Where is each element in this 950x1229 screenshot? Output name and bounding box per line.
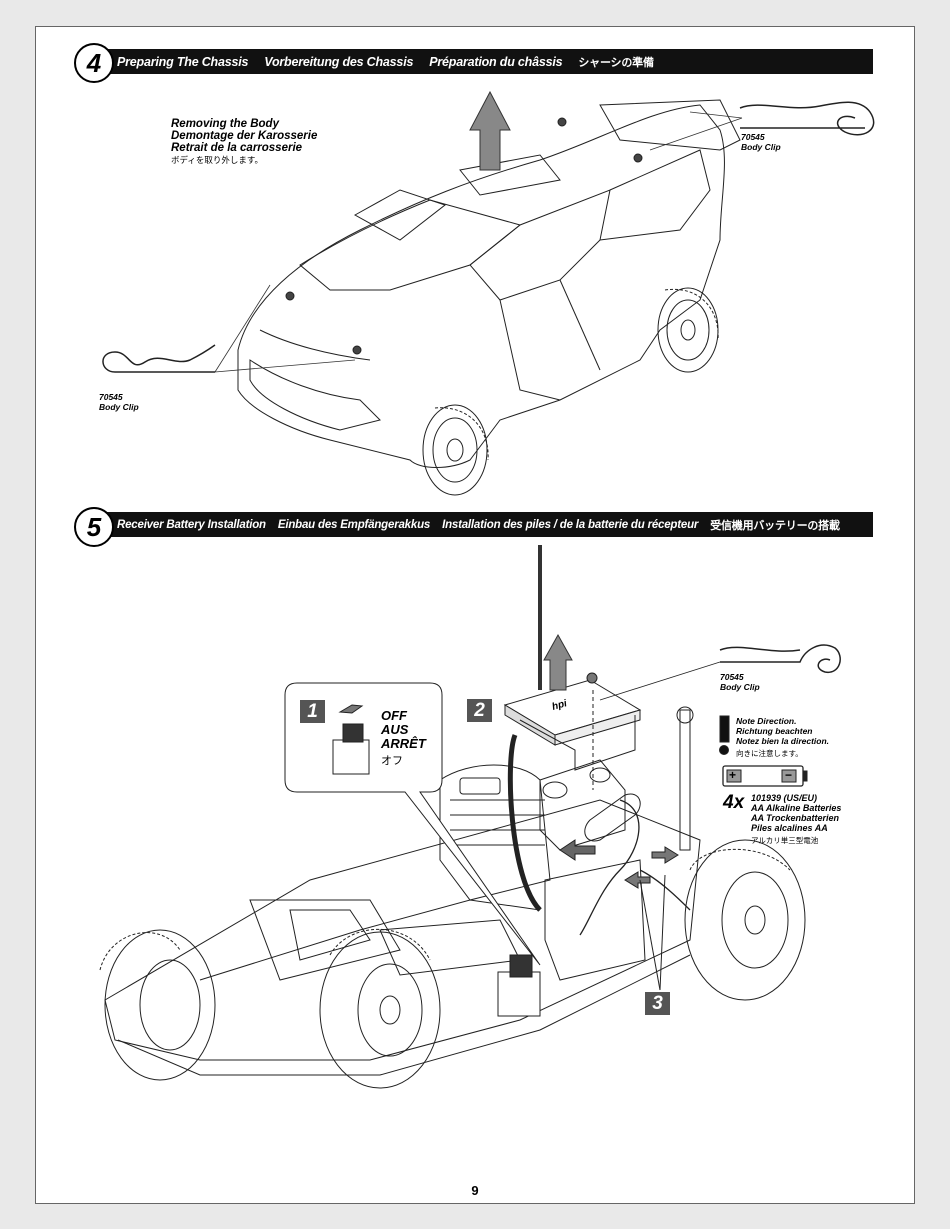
switch-on-chassis-icon (497, 954, 541, 1017)
clip-post (586, 672, 598, 684)
removing-body-de: Demontage der Karosserie (171, 130, 318, 142)
removing-body-jp: ボディを取り外します。 (171, 155, 264, 165)
leader-lines (214, 111, 743, 373)
clip-left-part: 70545 (99, 392, 123, 402)
battery-plus-sign: + (729, 768, 737, 782)
note-direction-en: Note Direction. (736, 716, 797, 726)
battery-part-number: 101939 (US/EU) (751, 793, 818, 803)
body-clip-icon-right (739, 101, 875, 136)
section-header: Receiver Battery Installation Einbau des… (83, 512, 873, 537)
battery-desc-en: AA Alkaline Batteries (751, 803, 842, 813)
clip-left-name: Body Clip (99, 402, 139, 412)
up-arrow-icon-2 (543, 633, 573, 691)
car-body-illustration (237, 99, 741, 496)
note-direction-fr: Notez bien la direction. (736, 736, 830, 746)
title-jp: 受信機用バッテリーの搭載 (710, 519, 840, 532)
battery-desc-fr: Piles alcalines AA (751, 823, 828, 833)
switch-icon (332, 704, 370, 775)
chassis-illustration (99, 545, 806, 1089)
manual-page (35, 26, 915, 1204)
step-number-badge: 4 (74, 43, 114, 83)
switch-off-jp: オフ (381, 755, 403, 767)
battery-minus-sign: − (785, 768, 793, 782)
clip-right-part: 70545 (741, 132, 765, 142)
title-fr: Installation des piles / de la batterie … (442, 518, 699, 531)
callout-badge-3: 3 (645, 992, 670, 1015)
exclamation-icon (719, 715, 730, 755)
title-de: Einbau des Empfängerakkus (277, 518, 431, 531)
removing-body-fr: Retrait de la carrosserie (171, 142, 303, 154)
body-clip-icon-left (102, 344, 216, 373)
badge3-pointers (639, 874, 666, 991)
body-clip-posts (285, 117, 643, 355)
step-number-badge: 5 (74, 507, 114, 547)
switch-off-en: OFF (381, 708, 407, 723)
connector-arrow-left-icon (624, 871, 651, 889)
title-jp: シャーシの準備 (578, 56, 654, 69)
title-en: Receiver Battery Installation (117, 518, 266, 531)
clip-step5-part: 70545 (720, 672, 744, 682)
clip-right-name: Body Clip (741, 142, 781, 152)
page-number: 9 (471, 1183, 479, 1198)
note-direction-de: Richtung beachten (736, 726, 813, 736)
up-arrow-icon (469, 90, 511, 171)
title-de: Vorbereitung des Chassis (264, 54, 414, 69)
connector-arrow-right-icon (651, 846, 679, 864)
clip-step5-name: Body Clip (720, 682, 760, 692)
battery-desc-de: AA Trockenbatterien (751, 813, 840, 823)
title-en: Preparing The Chassis (117, 54, 249, 69)
title-fr: Préparation du châssis (429, 54, 563, 69)
callout-badge-1: 1 (300, 700, 325, 723)
removing-body-en: Removing the Body (171, 118, 279, 130)
note-direction-jp: 向きに注意します。 (736, 749, 803, 758)
switch-off-fr: ARRÊT (381, 736, 426, 751)
receiver-lid (503, 679, 642, 771)
battery-quantity: 4x (723, 792, 745, 813)
aa-battery-icon (722, 765, 808, 787)
switch-off-de: AUS (381, 722, 409, 737)
callout-badge-2: 2 (467, 699, 492, 722)
body-clip-icon-step5 (599, 644, 841, 701)
section-header: Preparing The Chassis Vorbereitung des C… (83, 49, 873, 74)
battery-desc-jp: アルカリ単三型電池 (751, 836, 819, 845)
direction-arrow-icon (559, 839, 596, 861)
